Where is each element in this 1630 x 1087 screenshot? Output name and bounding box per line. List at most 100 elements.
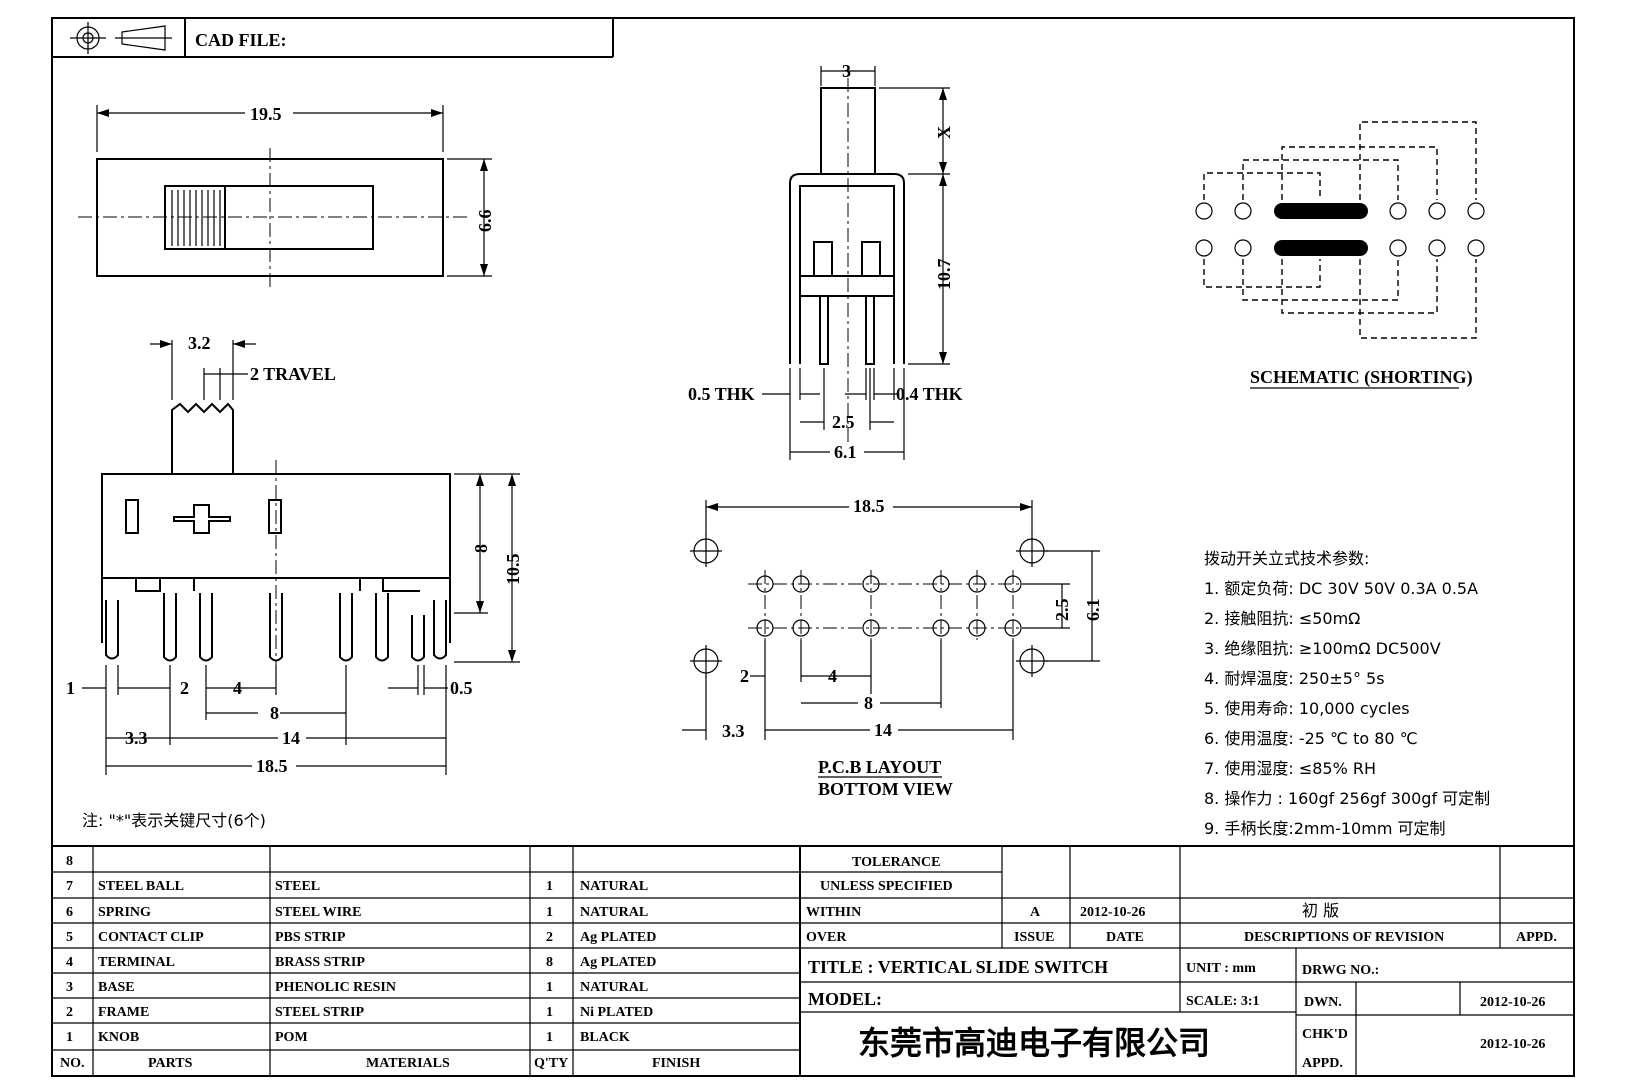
date-label: DATE xyxy=(1106,930,1144,945)
bom-cell: NATURAL xyxy=(580,905,648,920)
bom-header: NO. xyxy=(60,1056,85,1071)
header-box: CAD FILE: xyxy=(52,18,614,58)
pcb-row-dim: 2.5 xyxy=(1052,599,1072,622)
bom-cell: PBS STRIP xyxy=(275,930,346,945)
bom-cell: 3 xyxy=(66,980,73,995)
dim-1: 1 xyxy=(66,678,75,698)
pcb-layout: 18.5 2.5 6.1 2 4 8 3.3 14 P.C.B xyxy=(682,496,1103,799)
appd-label-2: APPD. xyxy=(1302,1056,1343,1071)
dim-3-3: 3.3 xyxy=(125,728,148,748)
bom-cell: KNOB xyxy=(98,1030,139,1045)
bom-cell: BLACK xyxy=(580,1030,630,1045)
bom-cell: NATURAL xyxy=(580,879,648,894)
bom-cell: STEEL BALL xyxy=(98,879,184,894)
bom-table: 8 7 STEEL BALL STEEL 1 NATURAL 6 SPRING … xyxy=(52,845,1574,1076)
knob-3-dim: 3 xyxy=(842,61,851,81)
dim-14: 14 xyxy=(282,728,300,748)
spec-item: 5. 使用寿命: 10,000 cycles xyxy=(1204,699,1410,718)
bom-cell: STEEL xyxy=(275,879,320,894)
dim-0-5: 0.5 xyxy=(450,678,473,698)
bom-cell: 1 xyxy=(546,1030,553,1045)
spec-item: 3. 绝缘阻抗: ≥100mΩ DC500V xyxy=(1204,639,1441,658)
chkd-date: 2012-10-26 xyxy=(1480,1037,1545,1052)
dwn-date: 2012-10-26 xyxy=(1480,995,1545,1010)
bom-cell: Ag PLATED xyxy=(580,955,656,970)
bom-cell: 1 xyxy=(546,980,553,995)
revision-value: 初 版 xyxy=(1302,901,1339,920)
spec-item: 8. 操作力 : 160gf 256gf 300gf 可定制 xyxy=(1204,789,1490,808)
pcb-dim-2: 2 xyxy=(740,666,749,686)
travel-dim: 2 TRAVEL xyxy=(250,364,336,384)
bom-cell: SPRING xyxy=(98,905,151,920)
key-dimension-note: 注: "*"表示关键尺寸(6个) xyxy=(82,811,266,830)
chkd-label: CHK'D xyxy=(1302,1027,1348,1042)
date-value: 2012-10-26 xyxy=(1080,905,1145,920)
drawing-title: TITLE : VERTICAL SLIDE SWITCH xyxy=(808,957,1108,977)
bom-cell: CONTACT CLIP xyxy=(98,930,204,945)
unit-label: UNIT : mm xyxy=(1186,961,1256,976)
spec-item: 1. 额定负荷: DC 30V 50V 0.3A 0.5A xyxy=(1204,579,1478,598)
appd-label: APPD. xyxy=(1516,930,1557,945)
pcb-dim-14: 14 xyxy=(874,720,892,740)
specs: 拨动开关立式技术参数: 1. 额定负荷: DC 30V 50V 0.3A 0.5… xyxy=(1204,549,1490,838)
bom-cell: FRAME xyxy=(98,1005,149,1020)
bom-header: PARTS xyxy=(148,1056,193,1071)
right-thk-dim: 0.4 THK xyxy=(896,384,963,404)
side-view: 3 X 10.7 0.5 THK 0. xyxy=(688,61,963,462)
height-8-dim: 8 xyxy=(471,544,491,553)
within-label: WITHIN xyxy=(806,905,861,920)
bom-header: Q'TY xyxy=(534,1056,568,1071)
bom-cell: 1 xyxy=(546,905,553,920)
top-width-dim: 19.5 xyxy=(250,104,282,124)
title-block: TOLERANCE UNLESS SPECIFIED WITHIN OVER A… xyxy=(800,846,1575,1076)
spec-item: 7. 使用湿度: ≤85% RH xyxy=(1204,759,1376,778)
height-10-5-dim: 10.5 xyxy=(503,554,523,586)
bom-cell: 1 xyxy=(66,1030,73,1045)
tolerance-label-2: UNLESS SPECIFIED xyxy=(820,879,953,894)
bom-cell: 2 xyxy=(546,930,553,945)
bom-cell: 5 xyxy=(66,930,73,945)
dim-18-5: 18.5 xyxy=(256,756,288,776)
bom-cell: 1 xyxy=(546,1005,553,1020)
dim-8: 8 xyxy=(270,703,279,723)
issue-label: ISSUE xyxy=(1014,930,1054,945)
pcb-dim-8: 8 xyxy=(864,693,873,713)
spec-item: 4. 耐焊温度: 250±5° 5s xyxy=(1204,669,1385,688)
pcb-dim-4: 4 xyxy=(828,666,837,686)
schematic-caption: SCHEMATIC (SHORTING) xyxy=(1250,367,1473,388)
knob-width-dim: 3.2 xyxy=(188,333,211,353)
bom-cell: TERMINAL xyxy=(98,955,175,970)
top-height-dim: 6.6 xyxy=(475,210,495,233)
left-thk-dim: 0.5 THK xyxy=(688,384,755,404)
x-dim: X xyxy=(934,126,954,139)
top-view: 19.5 6.6 xyxy=(78,102,495,290)
bom-cell: 8 xyxy=(66,854,73,869)
dwn-label: DWN. xyxy=(1304,995,1342,1010)
bom-cell: POM xyxy=(275,1030,308,1045)
bom-cell: STEEL WIRE xyxy=(275,905,362,920)
schematic: SCHEMATIC (SHORTING) xyxy=(1195,121,1485,389)
bom-header: MATERIALS xyxy=(366,1056,450,1071)
specs-title: 拨动开关立式技术参数: xyxy=(1204,549,1369,568)
bom-header: FINISH xyxy=(652,1056,700,1071)
desc-label: DESCRIPTIONS OF REVISION xyxy=(1244,930,1444,945)
drawing-border xyxy=(51,17,1575,1077)
bom-cell: PHENOLIC RESIN xyxy=(275,980,396,995)
pcb-height-dim: 6.1 xyxy=(1083,599,1103,622)
scale-label: SCALE: 3:1 xyxy=(1186,994,1260,1009)
dim-2: 2 xyxy=(180,678,189,698)
cad-file-label: CAD FILE: xyxy=(195,30,287,50)
bom-cell: STEEL STRIP xyxy=(275,1005,365,1020)
issue-value: A xyxy=(1030,905,1041,920)
bom-cell: 4 xyxy=(66,955,73,970)
drwg-no-label: DRWG NO.: xyxy=(1302,963,1379,978)
bom-cell: 8 xyxy=(546,955,553,970)
bom-cell: 7 xyxy=(66,879,73,894)
dim-4: 4 xyxy=(233,678,242,698)
projection-symbol-icon xyxy=(70,22,172,54)
side-overall-dim: 6.1 xyxy=(834,442,857,462)
spec-item: 6. 使用温度: -25 ℃ to 80 ℃ xyxy=(1204,729,1418,748)
model-label: MODEL: xyxy=(808,989,882,1009)
side-height-dim: 10.7 xyxy=(934,259,954,291)
